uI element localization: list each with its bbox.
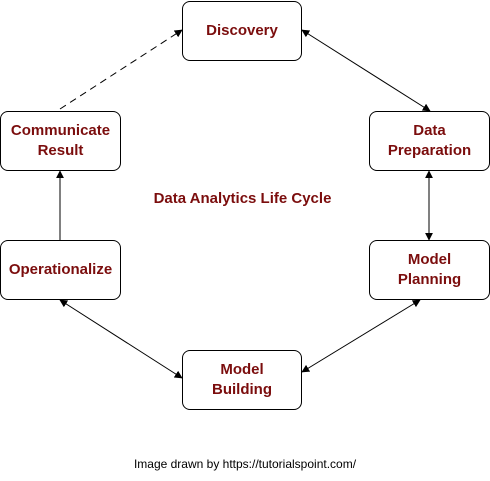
edge-building-operationalize [59, 299, 183, 379]
communicate-result-label: Communicate Result [10, 122, 111, 159]
diagram-title: Data Analytics Life Cycle [153, 190, 332, 207]
model-planning-node: Model Planning [369, 240, 490, 300]
model-building-node: Model Building [182, 350, 302, 410]
discovery-node: Discovery [182, 1, 302, 61]
data-preparation-node: Data Preparation [369, 111, 490, 171]
edge-communicate-discovery [59, 29, 183, 110]
model-building-label: Model Building [212, 361, 272, 398]
communicate-result-node: Communicate Result [0, 111, 121, 171]
edge-planning-building [301, 299, 421, 373]
operationalize-node: Operationalize [0, 240, 121, 300]
discovery-label: Discovery [206, 22, 278, 39]
edge-discovery-preparation [301, 29, 431, 112]
operationalize-label: Operationalize [8, 261, 113, 278]
model-planning-label: Model Planning [397, 251, 462, 288]
data-preparation-label: Data Preparation [387, 122, 472, 159]
image-credit: Image drawn by https://tutorialspoint.co… [133, 457, 357, 471]
